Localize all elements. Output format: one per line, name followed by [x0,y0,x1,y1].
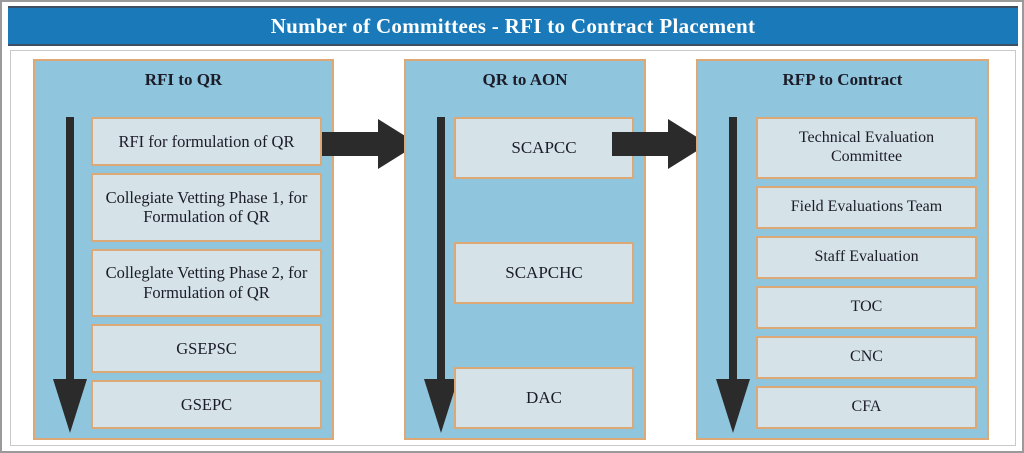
down-arrow-column-3 [716,117,750,433]
arrow-rfi-to-qr-to-aon-icon [322,119,418,169]
item-list-qr-to-aon: SCAPCC SCAPCHC DAC [454,117,634,429]
diagram-frame: RFI to QR RFI for formulation of QR Coll… [10,50,1016,446]
list-item[interactable]: GSEPC [91,380,322,430]
list-item[interactable]: RFI for formulation of QR [91,117,322,167]
column-header-qr-to-aon: QR to AON [482,70,568,89]
arrow-qr-to-aon-to-rfp-icon [612,119,708,169]
list-item[interactable]: DAC [454,367,634,429]
list-item[interactable]: Colleglate Vetting Phase 2, for Formulat… [91,248,322,317]
list-item[interactable]: Collegiate Vetting Phase 1, for Formulat… [91,173,322,242]
list-item[interactable]: CFA [756,385,977,429]
page-title: Number of Committees - RFI to Contract P… [270,13,756,38]
column-header-rfp-to-contract: RFP to Contract [782,70,903,89]
column-qr-to-aon: QR to AON SCAPCC SCAPCHC DAC [404,59,646,440]
column-rfp-to-contract: RFP to Contract Technical Evaluation Com… [696,59,989,440]
list-item[interactable]: GSEPSC [91,323,322,373]
list-item[interactable]: Staff Evaluation [756,235,977,279]
column-header-rfi-to-qr: RFI to QR [144,70,223,89]
down-arrow-column-1 [53,117,87,433]
title-bar: Number of Committees - RFI to Contract P… [8,6,1018,46]
list-item[interactable]: SCAPCHC [454,242,634,304]
down-arrow-column-2 [424,117,458,433]
list-item[interactable]: CNC [756,335,977,379]
item-list-rfp-to-contract: Technical Evaluation Committee Field Eva… [756,117,977,429]
list-item[interactable]: TOC [756,285,977,329]
list-item[interactable]: SCAPCC [454,117,634,179]
item-list-rfi-to-qr: RFI for formulation of QR Collegiate Vet… [91,117,322,430]
column-rfi-to-qr: RFI to QR RFI for formulation of QR Coll… [33,59,334,440]
list-item[interactable]: Field Evaluations Team [756,185,977,229]
list-item[interactable]: Technical Evaluation Committee [756,117,977,179]
